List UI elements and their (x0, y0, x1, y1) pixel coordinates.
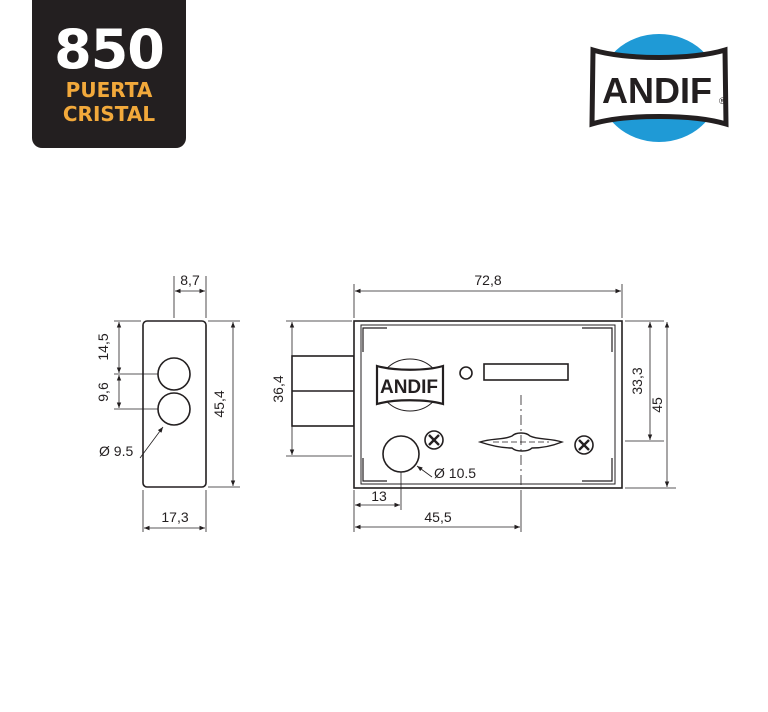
dim-overall-width: 72,8 (474, 272, 501, 288)
lock-body-inner (360, 324, 616, 485)
strike-plate-outline (142, 320, 207, 488)
dim-backset: 45,5 (424, 509, 451, 525)
front-view-labels: 72,8 36,4 33,3 45 Ø 10.5 13 45,5 (270, 272, 665, 525)
dim-width-bottom: 17,3 (161, 509, 188, 525)
front-view (291, 320, 623, 489)
screw-right-icon (574, 435, 594, 455)
front-view-dimensions (286, 284, 676, 532)
dim-overall-height: 45 (649, 397, 665, 413)
logo-registered-mark: ® (719, 96, 726, 106)
dim-bolt-height: 36,4 (270, 375, 286, 402)
andif-logo: ANDIF ® (589, 34, 729, 142)
dim-hole-diameter: Ø 9.5 (99, 443, 133, 459)
dim-hole-offset: 13 (371, 488, 387, 504)
side-view-dimensions (114, 276, 240, 532)
model-number: 850 (54, 18, 165, 81)
screw-left-icon (424, 430, 444, 450)
lock-slot (483, 363, 569, 381)
model-badge: 850 PUERTA CRISTAL (32, 0, 186, 148)
side-view (142, 320, 207, 488)
dim-width-top: 8,7 (180, 272, 200, 288)
logo-text: ANDIF (602, 70, 712, 111)
model-line-1: PUERTA (65, 78, 153, 102)
andif-logo-small: ANDIF (375, 358, 445, 412)
dim-cylinder-diameter: Ø 10.5 (434, 465, 476, 481)
key-slot-icon (477, 432, 565, 452)
dim-offset-top: 14,5 (95, 333, 111, 360)
dim-spacing: 9,6 (95, 382, 111, 402)
dim-inner-height: 33,3 (629, 367, 645, 394)
dim-height: 45,4 (211, 390, 227, 417)
lock-small-hole (459, 366, 473, 380)
logo-banner (589, 46, 729, 128)
model-line-2: CRISTAL (62, 102, 156, 126)
small-logo-text: ANDIF (380, 377, 438, 398)
side-view-labels: 8,7 17,3 14,5 9,6 45,4 Ø 9.5 (95, 272, 227, 525)
